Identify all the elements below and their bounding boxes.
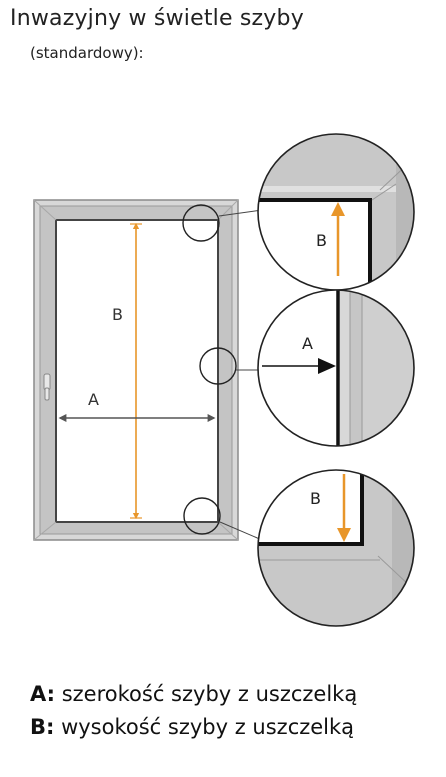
legend-text-a: szerokość szyby z uszczelką [55,682,358,706]
window-handle-icon [43,373,51,401]
detail-circle-middle: A [257,289,415,447]
legend-key-a: A: [30,682,56,706]
page-subtitle: (standardowy): [30,44,144,62]
page-title: Inwazyjny w świetle szyby [10,6,304,31]
zoom-marker-bottom [183,497,221,535]
legend: A: szerokość szyby z uszczelką B: wysoko… [30,678,357,744]
legend-item-b: B: wysokość szyby z uszczelką [30,711,357,744]
detail-circle-top: B [257,133,415,291]
detail-circle-bottom: B [257,469,415,627]
detail-middle-label: A [302,334,313,353]
legend-text-b: wysokość szyby z uszczelką [54,715,355,739]
detail-bottom-label: B [310,489,321,508]
dimension-a-label: A [88,390,99,409]
legend-item-a: A: szerokość szyby z uszczelką [30,678,357,711]
detail-top-label: B [316,231,327,250]
dimension-b-label: B [112,305,123,324]
legend-key-b: B: [30,715,55,739]
zoom-marker-top [182,204,220,242]
zoom-marker-middle [199,347,237,385]
